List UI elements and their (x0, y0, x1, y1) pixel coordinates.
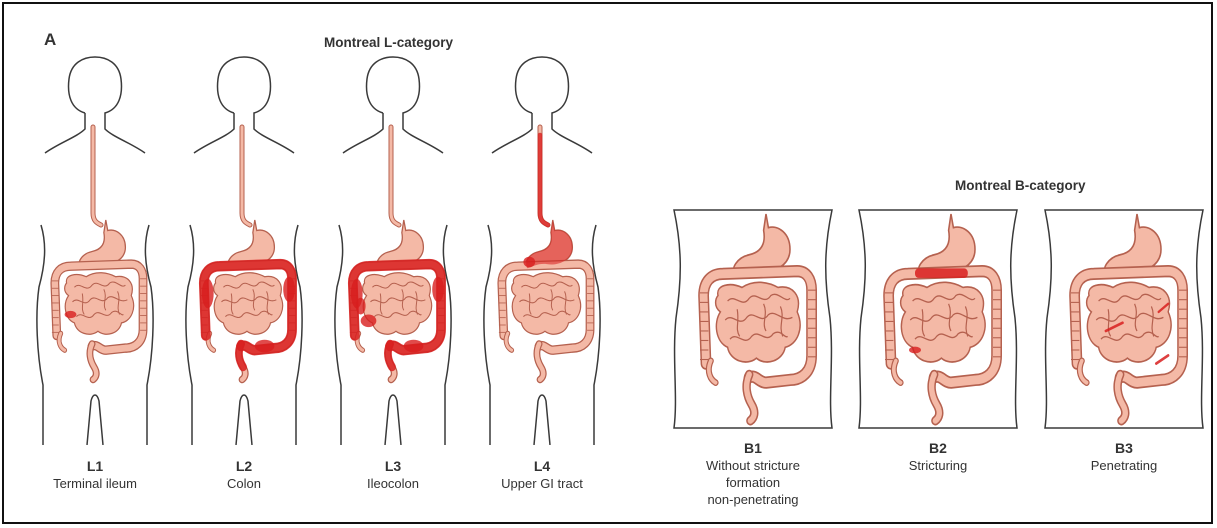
stricture-lesion (915, 268, 968, 278)
disease-lesion (255, 340, 275, 353)
digestive-tract (201, 220, 296, 380)
b2-code: B2 (868, 440, 1008, 457)
esophagus-inner (391, 127, 399, 225)
neck-left-outline (492, 113, 532, 153)
b1-code: B1 (683, 440, 823, 457)
b1-label-line: non-penetrating (683, 491, 823, 508)
small-intestine (214, 273, 283, 335)
l3-label: Ileocolon (338, 475, 448, 492)
l1-code: L1 (40, 458, 150, 475)
disease-rectum (239, 344, 243, 367)
b2-figure (857, 208, 1019, 430)
disease-lesion (65, 311, 77, 318)
neck-left-outline (194, 113, 234, 153)
l2-caption: L2 Colon (189, 458, 299, 492)
disease-rectum (388, 344, 392, 367)
disease-lesion (283, 277, 295, 302)
l3-caption: L3 Ileocolon (338, 458, 448, 492)
b1-caption: B1 Without stricture formation non-penet… (683, 440, 823, 508)
b-category-title: Montreal B-category (955, 178, 1086, 193)
torso-left-outline (37, 225, 45, 445)
disease-lesion (361, 315, 377, 328)
b1-label-line: Without stricture (683, 457, 823, 474)
small-intestine (65, 273, 134, 335)
disease-lesion (202, 279, 214, 308)
l-category-title: Montreal L-category (324, 35, 453, 50)
digestive-tract (499, 220, 594, 380)
b2-caption: B2 Stricturing (868, 440, 1008, 474)
head-right-outline (516, 57, 592, 153)
l2-code: L2 (189, 458, 299, 475)
disease-esophagus (540, 135, 548, 225)
l4-caption: L4 Upper GI tract (487, 458, 597, 492)
head-right-outline (69, 57, 145, 153)
b3-code: B3 (1054, 440, 1194, 457)
leg-split-outline (87, 395, 103, 445)
torso-left-outline (335, 225, 343, 445)
l2-figure (184, 55, 304, 445)
l4-figure (482, 55, 602, 445)
small-intestine (512, 273, 581, 335)
l1-label: Terminal ileum (40, 475, 150, 492)
l1-figure (35, 55, 155, 445)
l4-label: Upper GI tract (487, 475, 597, 492)
b1-figure (672, 208, 834, 430)
head-right-outline (367, 57, 443, 153)
leg-split-outline (385, 395, 401, 445)
l2-label: Colon (189, 475, 299, 492)
panel-letter: A (44, 30, 56, 50)
leg-split-outline (534, 395, 550, 445)
esophagus-inner (93, 127, 101, 225)
b3-caption: B3 Penetrating (1054, 440, 1194, 474)
leg-split-outline (236, 395, 252, 445)
l4-code: L4 (487, 458, 597, 475)
esophagus-inner (242, 127, 250, 225)
b1-label-line: formation (683, 474, 823, 491)
b3-label-line: Penetrating (1054, 457, 1194, 474)
l3-code: L3 (338, 458, 448, 475)
disease-lesion (909, 347, 921, 354)
neck-left-outline (343, 113, 383, 153)
disease-lesion (432, 277, 444, 302)
neck-left-outline (45, 113, 85, 153)
b3-figure (1043, 208, 1205, 430)
head-right-outline (218, 57, 294, 153)
b2-label-line: Stricturing (868, 457, 1008, 474)
digestive-tract (350, 220, 445, 380)
digestive-tract (52, 220, 147, 380)
l1-caption: L1 Terminal ileum (40, 458, 150, 492)
disease-lesion (404, 340, 424, 353)
disease-lesion (523, 257, 535, 268)
l3-figure (333, 55, 453, 445)
disease-lesion (356, 298, 366, 315)
torso-left-outline (484, 225, 492, 445)
torso-left-outline (186, 225, 194, 445)
